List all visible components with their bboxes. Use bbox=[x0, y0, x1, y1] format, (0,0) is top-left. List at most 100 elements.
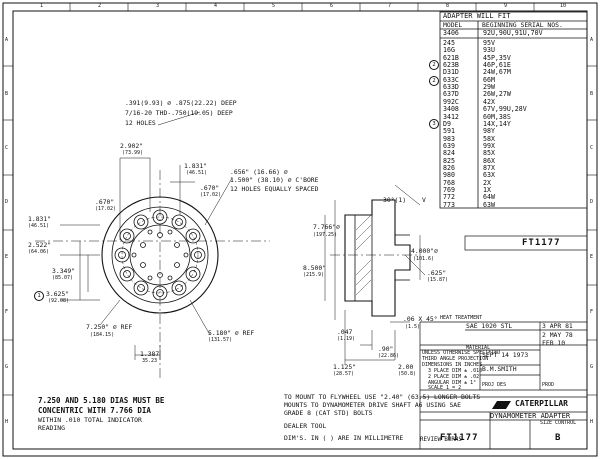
dim-1831-top: 1.831" bbox=[184, 162, 208, 170]
dim-chamfer: .06 X 45° bbox=[403, 315, 438, 323]
drawn-by: B.M.SMITH bbox=[482, 365, 517, 373]
company-name: CATERPILLAR bbox=[515, 399, 568, 408]
model-cell: 3408 bbox=[443, 105, 459, 114]
table-row: 621B 45P,35V bbox=[443, 54, 593, 63]
dim-2902: 2.902" bbox=[120, 142, 144, 150]
zone-5: 5 bbox=[272, 3, 276, 9]
note-left-line1: 7.250 AND 5.180 DIAS MUST BE bbox=[38, 396, 165, 405]
dim-1831-left-mm: (46.51) bbox=[28, 223, 50, 229]
zone-c-right: C bbox=[590, 145, 594, 151]
dim-3349-mm: (85.07) bbox=[52, 275, 74, 281]
model-cell: 633D bbox=[443, 83, 459, 92]
dim-1831-left: 1.831" bbox=[28, 215, 52, 223]
zone-6: 6 bbox=[330, 3, 334, 9]
model-cell: 3412 bbox=[443, 112, 459, 121]
dim-1387: 1.387 bbox=[140, 350, 160, 358]
serial-cell: 64W bbox=[483, 193, 495, 202]
tolerance-3-place: 3 PLACE DIM ± .010 bbox=[428, 368, 483, 374]
serial-cell: 93U bbox=[483, 46, 495, 55]
circle-mark: 3 bbox=[429, 119, 439, 129]
zone-8: 8 bbox=[446, 3, 450, 9]
dim-2522-mm: (64.06) bbox=[28, 249, 50, 255]
serial-cell: 60M,38S bbox=[483, 112, 511, 121]
dim-3625: 3.625" bbox=[46, 290, 70, 298]
model-cell: 980 bbox=[443, 171, 455, 180]
table-row: 772 64W bbox=[443, 193, 593, 202]
serial-cell: 14X,14Y bbox=[483, 119, 511, 128]
material-label: MATERIAL bbox=[466, 345, 491, 351]
table-row: 825 86X bbox=[443, 157, 593, 166]
dim-angle: 30°(1) bbox=[383, 196, 407, 204]
dim-2902-mm: (73.99) bbox=[122, 150, 144, 156]
dim-047-mm: (1.19) bbox=[337, 336, 356, 342]
model-cell: 621B bbox=[443, 53, 459, 62]
dim-4000: 4.000"⌀ bbox=[411, 247, 438, 255]
model-cell: 633C bbox=[443, 75, 459, 84]
note-left-line4: READING bbox=[38, 424, 65, 432]
adapter-table-title: ADAPTER WILL FIT bbox=[443, 12, 511, 20]
dim-670-right-mm: (17.02) bbox=[200, 192, 222, 198]
zone-9: 9 bbox=[504, 3, 508, 9]
model-cell: 772 bbox=[443, 193, 455, 202]
serial-cell: 42X bbox=[483, 97, 495, 106]
zone-e-left: E bbox=[5, 254, 9, 260]
dim-8500-mm: (215.9) bbox=[303, 272, 325, 278]
note-holes-line3: 12 HOLES bbox=[125, 119, 156, 127]
tolerance-2-place: 2 PLACE DIM ± .02 bbox=[428, 374, 480, 380]
zone-b-right: B bbox=[590, 91, 594, 97]
serial-cell: 24W,67M bbox=[483, 68, 511, 77]
revision-2: 2 MAY 78 bbox=[542, 331, 573, 339]
model-cell: 825 bbox=[443, 156, 455, 165]
dim-625: .625" bbox=[427, 269, 447, 277]
adapter-col-serial: BEGINNING SERIAL NOS. bbox=[482, 21, 563, 29]
drawing-number-top: FT1177 bbox=[522, 238, 561, 248]
model-cell: 623B bbox=[443, 61, 459, 70]
dim-900-mm: (22.86) bbox=[378, 353, 400, 359]
review-burrs-label: REVIEW BURRS bbox=[420, 437, 462, 443]
model-cell: 637D bbox=[443, 90, 459, 99]
angle-tag: V bbox=[422, 196, 426, 204]
zone-10: 10 bbox=[560, 3, 567, 9]
revision-1: 3 APR 81 bbox=[542, 322, 573, 330]
note-mid-line5: DIM'S. IN ( ) ARE IN MILLIMETRE bbox=[284, 434, 404, 442]
dim-3625-mm: (92.08) bbox=[48, 298, 70, 304]
zone-1: 1 bbox=[40, 3, 44, 9]
serial-cell: 86X bbox=[483, 156, 495, 165]
dim-670-left: .670" bbox=[95, 198, 115, 206]
note-holes-line2: 7/16-20 THD-.750(19.05) DEEP bbox=[125, 109, 233, 117]
note-mid-line2: MOUNTS TO DYNAMOMETER DRIVE SHAFT A6 USI… bbox=[284, 401, 461, 409]
dim-7250: 7.250" ⌀ REF bbox=[86, 323, 133, 331]
prod-label: PROD bbox=[542, 382, 555, 388]
dim-1125-mm: (28.57) bbox=[333, 371, 355, 377]
heat-treatment-label: HEAT TREATMENT bbox=[440, 315, 483, 321]
model-cell: D9 bbox=[443, 119, 451, 128]
serial-cell: 45P,35V bbox=[483, 53, 511, 62]
zone-b-left: B bbox=[5, 91, 9, 97]
dim-670-left-mm: (17.02) bbox=[95, 206, 117, 212]
circle-mark: 2 bbox=[429, 76, 439, 86]
model-cell: 773 bbox=[443, 200, 455, 209]
dim-5180-mm: (131.57) bbox=[208, 337, 233, 343]
circle-mark: 1 bbox=[34, 291, 44, 301]
dim-7250-mm: (184.15) bbox=[90, 332, 115, 338]
dim-2522: 2.522" bbox=[28, 241, 52, 249]
table-row: 3406 92U,90U,91U,70V bbox=[443, 29, 593, 38]
front-view-geometry bbox=[35, 111, 270, 380]
zone-g-left: G bbox=[5, 364, 9, 370]
note-mid-line1: TO MOUNT TO FLYWHEEL USE "2.40" (63.5) L… bbox=[284, 393, 481, 401]
model-cell: 639 bbox=[443, 141, 455, 150]
drawing-date: SEPT 14 1973 bbox=[482, 351, 529, 359]
circle-mark: 2 bbox=[429, 60, 439, 70]
zone-c-left: C bbox=[5, 145, 9, 151]
zone-h-left: H bbox=[5, 419, 9, 425]
model-cell: 245 bbox=[443, 39, 455, 47]
serial-cell: 2X bbox=[483, 178, 491, 187]
note-left-line3: WITHIN .010 TOTAL INDICATOR bbox=[38, 416, 142, 424]
table-row: 623B 46P,61E bbox=[443, 61, 593, 70]
serial-cell: 46P,61E bbox=[483, 61, 511, 70]
